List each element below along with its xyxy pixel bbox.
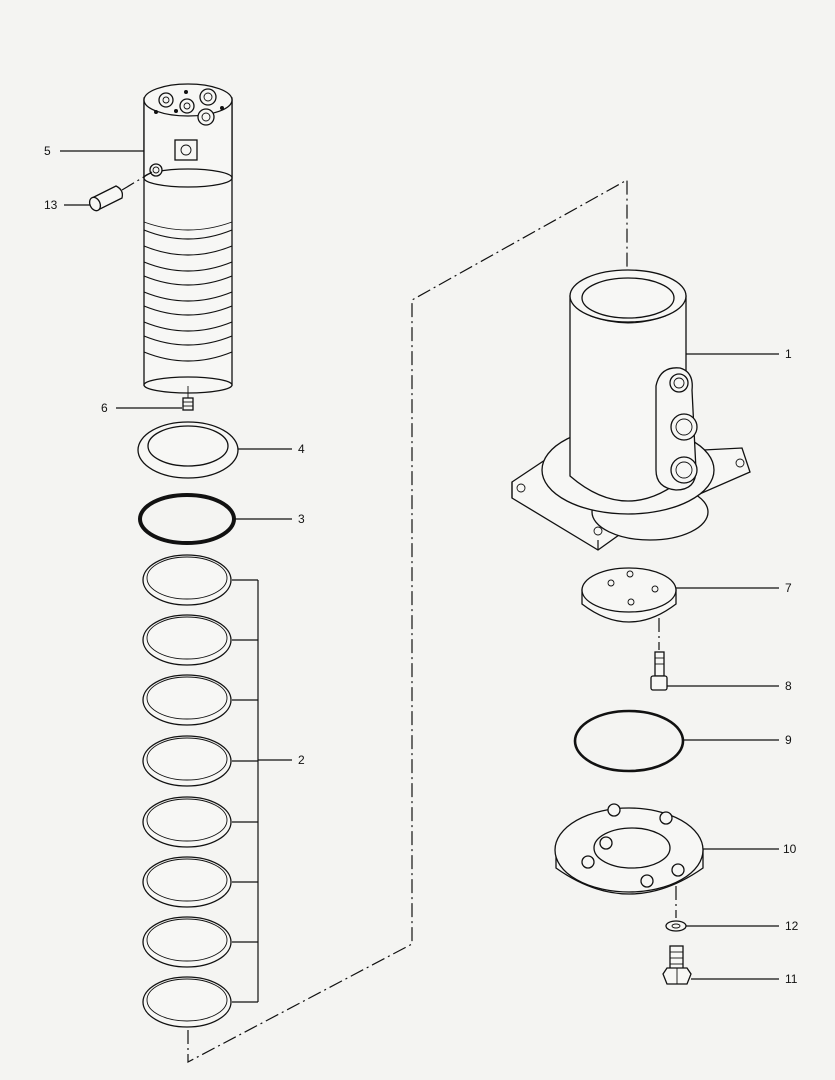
- callout-1: 1: [785, 347, 792, 361]
- callout-7: 7: [785, 581, 792, 595]
- part-8-cap-screw: [650, 651, 668, 691]
- part-3-o-ring: [138, 493, 236, 545]
- part-5-rotor-shaft: [143, 83, 233, 394]
- callout-3: 3: [298, 512, 305, 526]
- leader-lines: [60, 150, 779, 980]
- callout-12: 12: [785, 919, 799, 933]
- callout-2: 2: [298, 753, 305, 767]
- callout-4: 4: [298, 442, 305, 456]
- part-10-retaining-plate: [554, 803, 704, 918]
- assembly-centerline: [187, 178, 628, 1063]
- part-9-o-ring: [573, 709, 685, 773]
- callout-8: 8: [785, 679, 792, 693]
- part-4-thrust-ring: [137, 421, 239, 479]
- part-2-seal-rings: [142, 554, 259, 1028]
- callout-9: 9: [785, 733, 792, 747]
- part-13-pin: [88, 171, 153, 212]
- part-11-hex-bolt: [662, 945, 692, 985]
- part-6-plug: [182, 386, 194, 411]
- part-12-washer: [665, 920, 687, 932]
- callout-5: 5: [44, 144, 51, 158]
- part-7-cover-plate: [581, 567, 677, 650]
- callout-6: 6: [101, 401, 108, 415]
- callout-10: 10: [783, 842, 797, 856]
- part-1-swivel-body: [511, 269, 751, 551]
- callout-11: 11: [785, 972, 798, 986]
- callout-13: 13: [44, 198, 58, 212]
